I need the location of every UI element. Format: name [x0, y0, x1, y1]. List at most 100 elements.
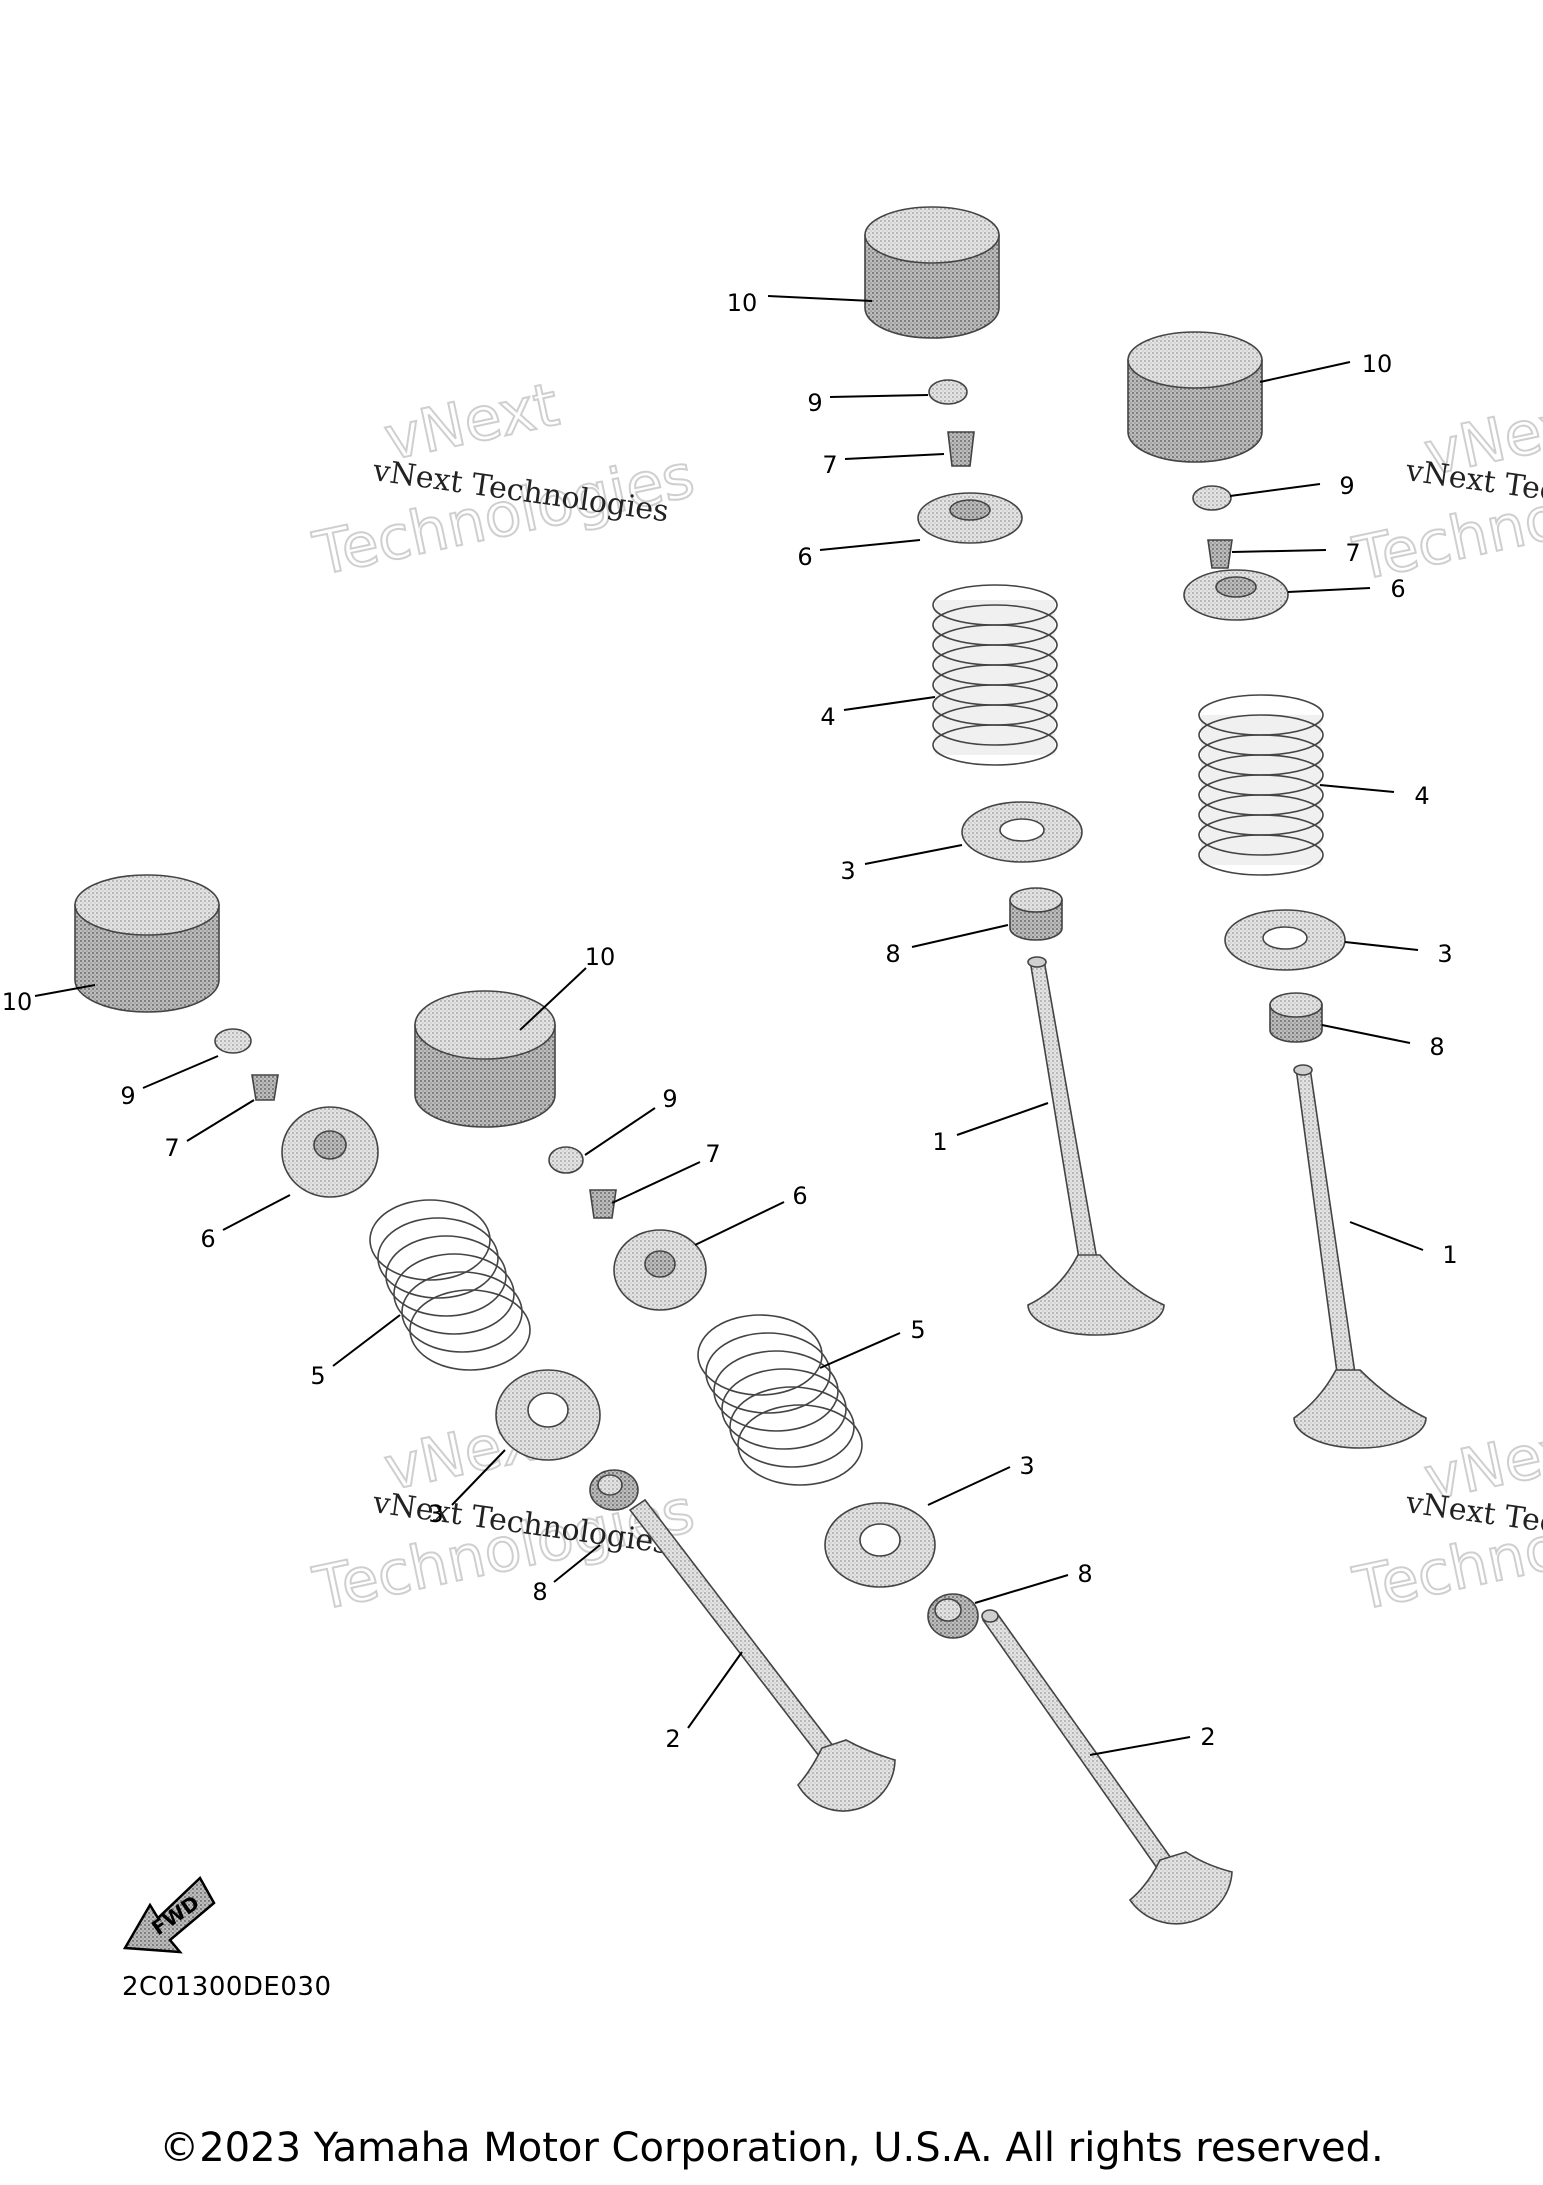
callout-leader-line	[911, 924, 1009, 948]
callout-7: 7	[611, 1140, 721, 1204]
callout-6: 6	[694, 1182, 808, 1246]
callout-number: 3	[1437, 940, 1452, 968]
callout-5: 5	[310, 1314, 401, 1390]
callout-number: 6	[792, 1182, 807, 1210]
fwd-arrow: FWD	[122, 1875, 216, 1954]
exhaust-valve-part	[628, 1498, 896, 1812]
valve-spring-part	[369, 1199, 531, 1371]
parts-stack-d	[414, 990, 1233, 1925]
callout-number: 6	[797, 543, 812, 571]
callout-2: 2	[1089, 1723, 1216, 1756]
callout-9: 9	[1229, 472, 1355, 500]
valve-stem-seal-part	[589, 1469, 639, 1511]
callout-number: 8	[532, 1578, 547, 1606]
callout-leader-line	[451, 1449, 506, 1506]
callout-leader-line	[687, 1651, 743, 1729]
callout-leader-line	[186, 1099, 255, 1142]
valve-lifter-part	[74, 874, 220, 1013]
valve-stem-seal-part	[1009, 887, 1063, 941]
callout-number: 7	[1345, 539, 1360, 567]
valve-spring-part	[1198, 694, 1324, 876]
callout-number: 8	[885, 940, 900, 968]
callout-5: 5	[819, 1316, 926, 1369]
callout-leader-line	[819, 539, 921, 551]
callout-1: 1	[1349, 1221, 1458, 1269]
callout-number: 8	[1077, 1560, 1092, 1588]
callout-leader-line	[927, 1466, 1011, 1506]
valve-pad-part	[548, 1146, 584, 1174]
callout-leader-line	[767, 295, 873, 302]
spring-retainer-part	[281, 1106, 379, 1198]
callout-number: 3	[840, 857, 855, 885]
copyright-notice: ©2023 Yamaha Motor Corporation, U.S.A. A…	[159, 2125, 1384, 2171]
callout-3: 3	[1344, 940, 1453, 968]
callout-3: 3	[927, 1452, 1035, 1506]
callout-6: 6	[797, 539, 921, 571]
callout-number: 2	[665, 1725, 680, 1753]
diagram-code: 2C01300DE030	[122, 1972, 332, 2002]
valve-pad-part	[214, 1028, 252, 1054]
intake-valve-part	[1293, 1064, 1427, 1449]
callout-leader-line	[1349, 1221, 1424, 1251]
callout-10: 10	[519, 943, 616, 1031]
callout-8: 8	[1321, 1024, 1445, 1061]
valve-lifter-part	[1127, 331, 1263, 463]
exhaust-valve-part	[981, 1609, 1233, 1925]
callout-3: 3	[428, 1449, 506, 1528]
callout-10: 10	[727, 289, 873, 317]
callout-leader-line	[956, 1102, 1049, 1136]
spring-retainer-part	[613, 1229, 707, 1311]
callout-leader-line	[1321, 1024, 1411, 1044]
callout-leader-line	[864, 844, 963, 865]
valve-pad-part	[1192, 485, 1232, 511]
callout-10: 10	[1259, 350, 1393, 383]
callout-9: 9	[584, 1085, 678, 1156]
intake-valve-part	[1027, 956, 1165, 1336]
callout-7: 7	[1231, 539, 1361, 567]
callout-4: 4	[1319, 782, 1430, 810]
callout-9: 9	[120, 1055, 219, 1110]
spring-seat-part	[495, 1369, 601, 1461]
callout-4: 4	[820, 696, 936, 731]
spring-seat-part	[824, 1502, 936, 1588]
callout-number: 1	[1442, 1241, 1457, 1269]
callout-1: 1	[932, 1102, 1049, 1156]
callout-leader-line	[829, 394, 929, 398]
callout-number: 4	[1414, 782, 1429, 810]
callout-number: 7	[164, 1134, 179, 1162]
spring-seat-part	[961, 801, 1083, 863]
valve-lifter-part	[864, 206, 1000, 339]
callout-number: 9	[1339, 472, 1354, 500]
callout-leader-line	[844, 453, 945, 460]
callout-leader-line	[1089, 1736, 1191, 1756]
callout-10: 10	[2, 984, 96, 1016]
callout-8: 8	[974, 1560, 1093, 1604]
callout-number: 10	[1362, 350, 1393, 378]
callout-6: 6	[1287, 575, 1406, 603]
callout-leader-line	[611, 1161, 701, 1204]
valve-pad-part	[928, 379, 968, 405]
callout-3: 3	[840, 844, 963, 885]
callout-leader-line	[974, 1574, 1069, 1604]
callout-leader-line	[222, 1194, 291, 1231]
valve-lifter-part	[414, 990, 556, 1128]
parts-stack-a	[864, 206, 1165, 1336]
callout-number: 3	[1019, 1452, 1034, 1480]
callout-leader-line	[694, 1201, 785, 1246]
callout-number: 4	[820, 703, 835, 731]
callout-leader-line	[142, 1055, 219, 1089]
callout-leader-line	[1344, 941, 1419, 951]
callout-number: 10	[727, 289, 758, 317]
valve-cotter-part	[251, 1074, 279, 1101]
callout-6: 6	[200, 1194, 291, 1253]
spring-retainer-part	[917, 492, 1023, 544]
callout-number: 10	[585, 943, 616, 971]
valve-stem-seal-part	[927, 1593, 979, 1639]
callout-leader-line	[584, 1107, 656, 1156]
valve-cotter-part	[1207, 539, 1233, 569]
callout-leader-line	[34, 984, 96, 997]
callout-leader-line	[519, 967, 587, 1031]
parts-stack-b	[1127, 331, 1427, 1449]
callout-7: 7	[822, 451, 945, 479]
